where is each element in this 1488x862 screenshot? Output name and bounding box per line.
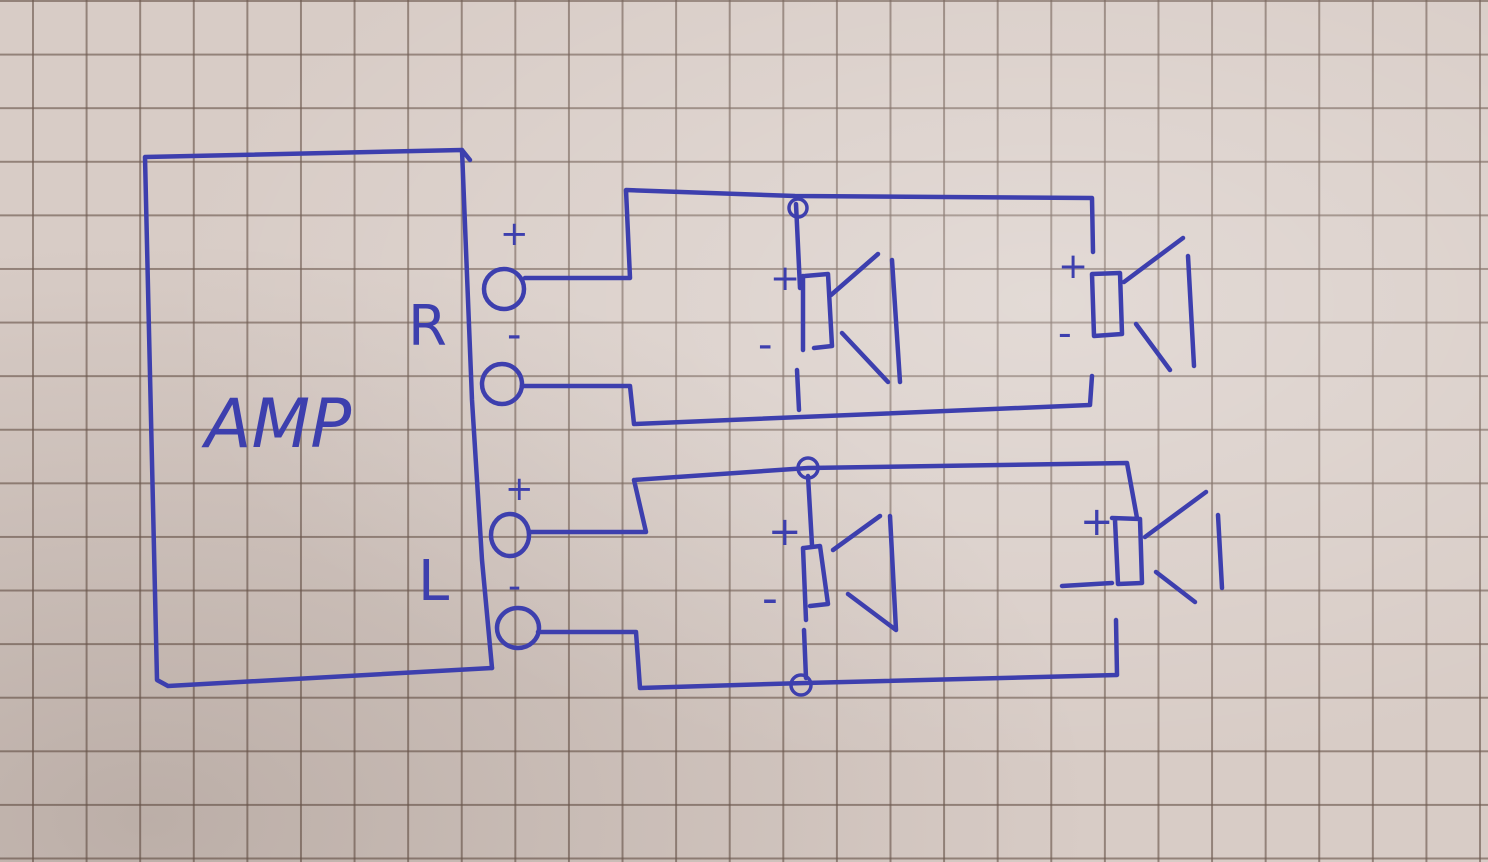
speaker-r1-minus-label: - <box>758 322 772 368</box>
speaker-l1-plus-label: + <box>768 509 802 555</box>
junction-l-plus <box>796 456 820 480</box>
terminal-r-plus: + <box>481 214 529 312</box>
speaker-r1-plus-label: + <box>770 258 800 299</box>
speaker-r2: + - <box>1058 235 1197 373</box>
wire-l-minus-speaker1 <box>801 627 809 681</box>
terminal-l-minus-connector <box>494 605 542 651</box>
terminal-l-minus-label: - <box>508 566 521 607</box>
speaker-r1: + - <box>758 251 903 385</box>
terminal-l-plus-label: + <box>505 469 534 509</box>
wire-l-plus-speaker1 <box>805 473 815 548</box>
junction-r-plus <box>787 197 809 219</box>
speaker-l2-plus-label: + <box>1080 499 1114 545</box>
speaker-l2-minus-mark <box>1059 580 1115 589</box>
terminal-r-plus-label: + <box>500 214 529 254</box>
speaker-r1-coil <box>800 271 835 353</box>
speaker-l1-cone-icon <box>830 513 899 633</box>
wires-l-channel <box>527 456 1140 697</box>
wire-l-minus <box>535 617 1120 691</box>
speaker-r2-minus-label: - <box>1058 311 1072 355</box>
terminal-l-plus: + <box>488 469 534 559</box>
speaker-l2-coil <box>1109 515 1145 587</box>
speaker-r2-coil <box>1089 270 1125 339</box>
amplifier-terminal-panel-edge <box>459 147 495 671</box>
speaker-l2: + <box>1059 489 1225 605</box>
wire-l-plus <box>527 460 1140 535</box>
speaker-r2-cone-icon <box>1121 235 1197 373</box>
junction-l-minus <box>789 673 813 697</box>
wires-r-channel <box>519 187 1096 427</box>
channel-label-l: L <box>418 549 449 614</box>
speaker-l1-minus-label: - <box>762 573 778 624</box>
terminal-l-plus-connector <box>488 511 532 559</box>
wire-r-minus-speaker1 <box>794 367 802 413</box>
speaker-l1-coil <box>800 543 831 623</box>
speaker-r2-plus-label: + <box>1058 246 1088 287</box>
speaker-r1-cone-icon <box>828 251 903 385</box>
speaker-l1: + - <box>762 509 899 633</box>
terminal-r-minus: - <box>479 312 525 407</box>
speaker-l2-cone-icon <box>1142 489 1225 605</box>
channel-label-r: R <box>408 294 447 359</box>
terminal-r-plus-connector <box>481 266 527 312</box>
amplifier-label: AMP <box>201 385 351 464</box>
wire-r-plus <box>522 187 1096 281</box>
amplifier-block: AMP <box>142 147 495 689</box>
terminal-l-minus: - <box>494 566 542 651</box>
terminal-r-minus-connector <box>479 361 525 407</box>
terminal-r-minus-label: - <box>507 312 521 358</box>
wire-r-minus <box>519 373 1095 427</box>
